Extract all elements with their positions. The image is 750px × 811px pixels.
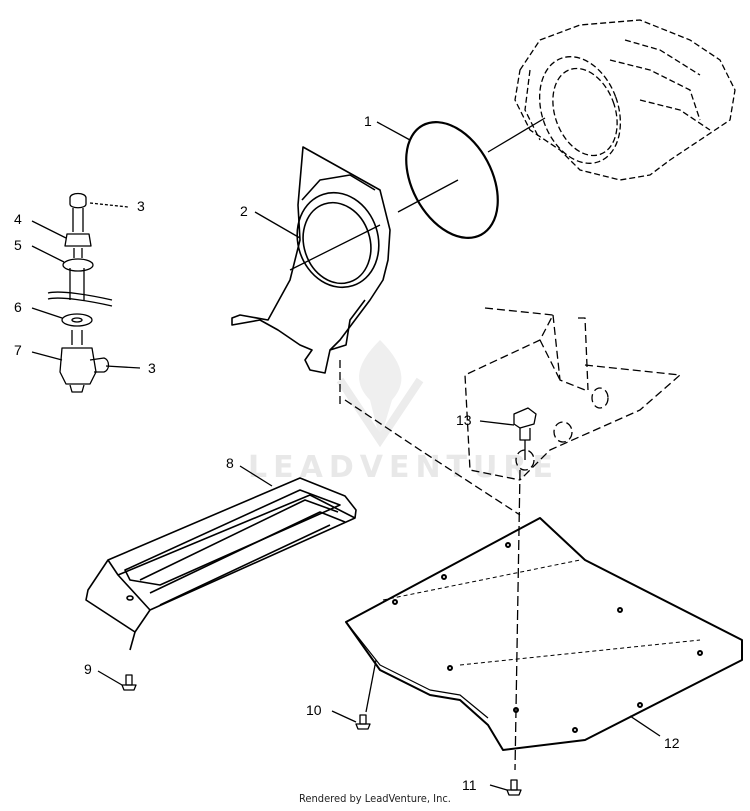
callout-5: 5 (14, 237, 22, 253)
callout-4: 4 (14, 211, 22, 227)
footer-credit: Rendered by LeadVenture, Inc. (299, 792, 451, 805)
leader-line (239, 465, 273, 487)
screw (97, 670, 137, 691)
callout-7: 7 (14, 342, 22, 358)
intake-shroud (231, 146, 391, 374)
axis-line (487, 117, 546, 153)
callout-11: 11 (462, 777, 477, 793)
leader-line (629, 715, 661, 737)
callout-8: 8 (226, 455, 234, 471)
callout-13: 13 (456, 412, 472, 428)
callout-3-fitting: 3 (148, 360, 156, 376)
leader-line (31, 307, 63, 319)
callout-6: 6 (14, 299, 22, 315)
axis-line (397, 179, 459, 213)
screw (489, 779, 522, 796)
ride-plate (345, 517, 743, 751)
drain-plug-assembly (47, 192, 129, 393)
mount-frame (339, 307, 681, 516)
leader-line (376, 121, 411, 141)
pump-housing (514, 19, 736, 181)
leader-line (105, 365, 141, 369)
leader-line (31, 245, 65, 263)
callout-labels: 1 2 3 4 5 6 7 3 8 9 10 11 12 13 (14, 113, 680, 793)
leader-line (31, 351, 63, 361)
callout-1: 1 (364, 113, 372, 129)
screw (331, 659, 377, 730)
leader-line (254, 211, 301, 239)
leader-line (31, 220, 67, 239)
axis-line (514, 469, 521, 771)
callout-3-cap: 3 (137, 198, 145, 214)
flame-logo-icon (359, 340, 402, 440)
callout-10: 10 (306, 702, 322, 718)
seal-ring (405, 121, 499, 239)
sensor (479, 407, 537, 460)
intake-grate (85, 477, 357, 651)
watermark: LEADVENTURE (248, 340, 553, 485)
callout-9: 9 (84, 661, 92, 677)
callout-12: 12 (664, 735, 680, 751)
callout-2: 2 (240, 203, 248, 219)
